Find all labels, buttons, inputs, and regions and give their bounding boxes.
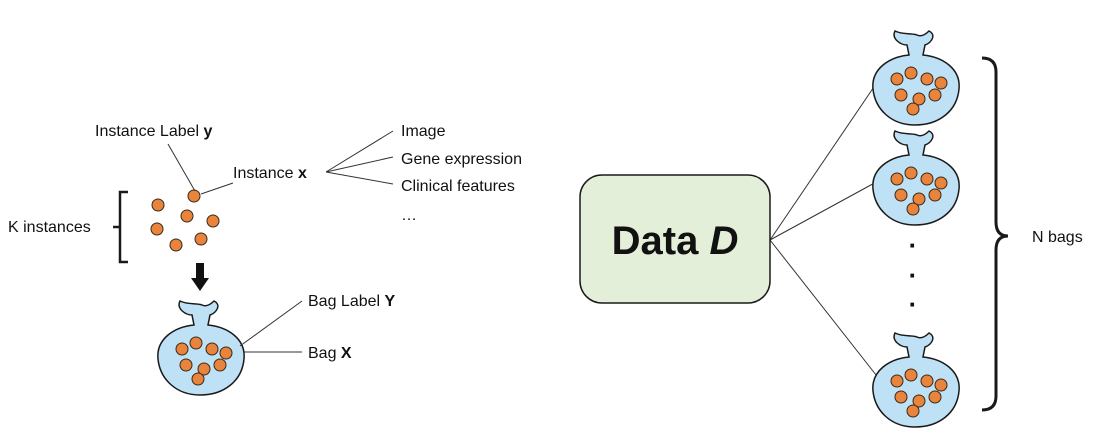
bag-icon [872,130,960,226]
k-instances-bracket [113,190,128,264]
feature-more: … [401,207,417,224]
bag-icon [872,332,960,428]
bag-icon [872,30,960,126]
n-bags-brace [981,56,1009,412]
ellipsis-dot: · [909,289,918,319]
instance-label-connector [167,143,196,192]
down-arrow-icon [191,263,209,291]
instance-dot [187,189,201,203]
instance-dot [151,198,165,212]
instance-dot [180,209,194,223]
feature-image: Image [401,123,446,140]
data-bag-link [769,179,881,241]
instance-text: Instance x [233,165,307,182]
bag-icon [157,300,245,396]
ellipsis-dot: · [909,260,918,290]
instance-dot [150,222,164,236]
data-box-label: Data D [612,219,739,263]
data-bag-link [769,239,881,381]
instance-cluster [150,189,220,252]
instance-connector [200,182,234,195]
instance-dot [206,214,220,228]
n-bags-label: N bags [1032,229,1083,246]
feature-gene-expression: Gene expression [401,151,522,168]
ellipsis-dot: · [909,230,918,260]
instance-dot [194,232,208,246]
data-bag-link [769,77,881,241]
bag-label-connector [239,300,303,347]
instance-label-text: Instance Label y [95,123,213,140]
instance-dot [169,238,183,252]
bag-label-text: Bag Label Y [308,293,396,310]
bag-text: Bag X [308,345,352,362]
k-instances-label: K instances [8,219,91,236]
feature-fan [325,130,394,185]
feature-clinical: Clinical features [401,178,515,195]
data-box [579,174,771,304]
